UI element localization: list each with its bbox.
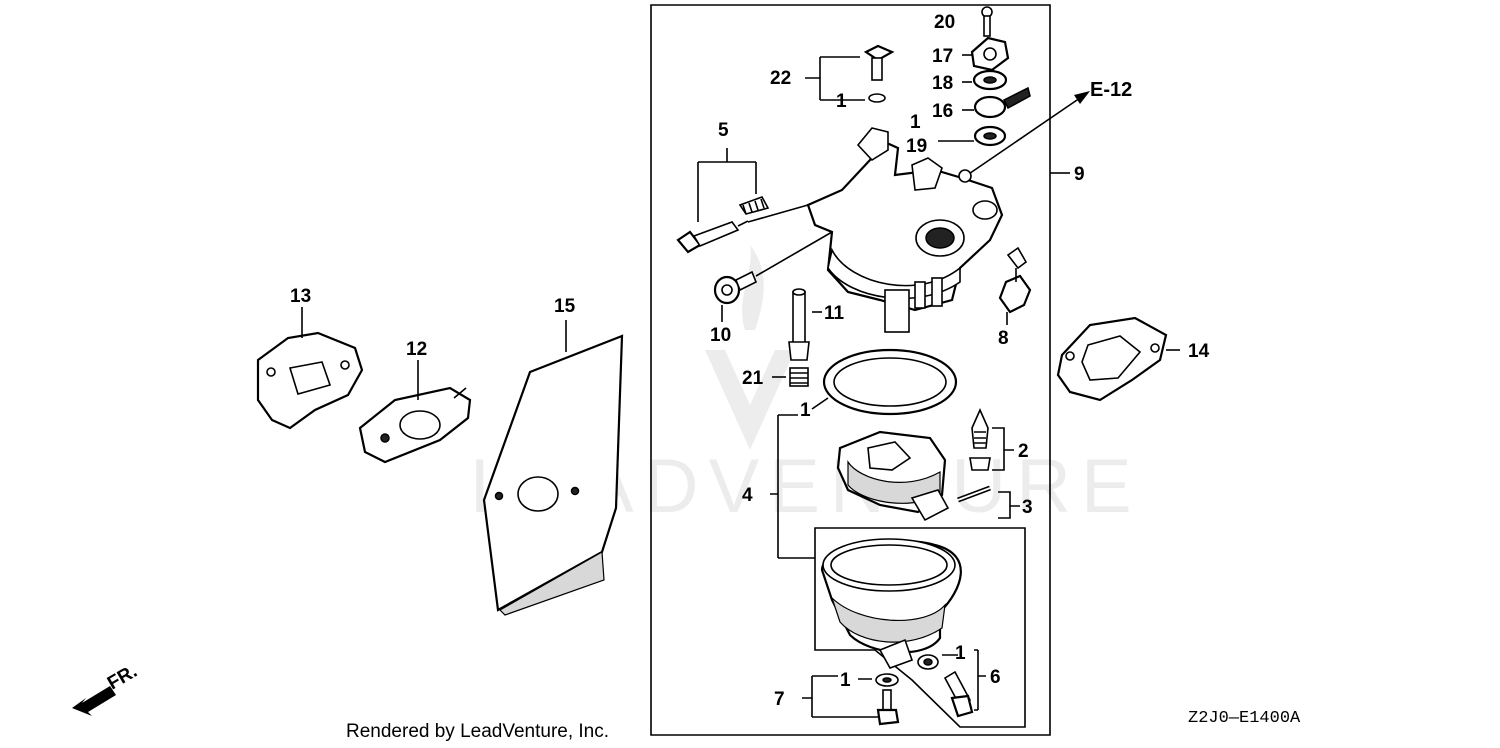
watermark-logo xyxy=(705,245,795,450)
part-8-lever[interactable] xyxy=(998,246,1032,325)
label-part-1-washer: 1 xyxy=(836,91,847,112)
label-part-21: 21 xyxy=(742,368,764,389)
label-part-5: 5 xyxy=(718,120,729,141)
part-15-gasket-sheet[interactable] xyxy=(482,320,624,616)
label-part-14: 14 xyxy=(1188,341,1210,362)
label-part-17: 17 xyxy=(932,46,953,67)
label-part-12: 12 xyxy=(406,339,427,360)
label-part-22: 22 xyxy=(770,68,791,89)
float-chamber-frame xyxy=(814,527,1026,728)
part-2-float-valve[interactable] xyxy=(969,408,1014,471)
part-6-drain-bolt[interactable] xyxy=(917,649,986,718)
label-part-9: 9 xyxy=(1074,164,1085,185)
label-part-15: 15 xyxy=(554,296,576,317)
part-7-screw[interactable] xyxy=(802,673,900,726)
label-part-7: 7 xyxy=(774,689,785,710)
part-12-insulator[interactable] xyxy=(358,360,472,464)
label-part-8: 8 xyxy=(998,328,1009,349)
part-4-float[interactable] xyxy=(770,414,950,559)
float-chamber-bowl[interactable] xyxy=(820,538,962,669)
part-18-gasket[interactable] xyxy=(962,69,1008,91)
front-direction-arrow: FR. xyxy=(72,661,141,716)
label-part-3: 3 xyxy=(1022,497,1033,518)
label-part-6: 6 xyxy=(990,667,1001,688)
label-part-18: 18 xyxy=(932,73,953,94)
label-part-10: 10 xyxy=(710,325,731,346)
label-part-1-seal: 1 xyxy=(910,112,921,133)
label-part-16: 16 xyxy=(932,101,953,122)
diagram-code: Z2J0—E1400A xyxy=(1188,709,1301,728)
label-part-2: 2 xyxy=(1018,441,1029,462)
part-13-gasket[interactable] xyxy=(256,307,364,430)
part-19-seal[interactable] xyxy=(938,125,1007,147)
label-part-1-gasket: 1 xyxy=(800,400,811,421)
label-part-4: 4 xyxy=(742,485,753,506)
part-1-gasket-ring[interactable] xyxy=(811,348,958,416)
assembly-frame xyxy=(650,4,1062,736)
label-part-20: 20 xyxy=(934,12,955,33)
part-10-stop-screw[interactable] xyxy=(713,231,833,322)
reference-arrow xyxy=(959,91,1090,181)
part-9-carburetor[interactable] xyxy=(806,127,1070,333)
part-3-float-pin[interactable] xyxy=(957,485,1020,519)
part-16-lever[interactable] xyxy=(962,86,1031,119)
label-part-1-screw-washer: 1 xyxy=(840,670,851,691)
label-part-1-drain-washer: 1 xyxy=(955,643,966,664)
part-17-plate[interactable] xyxy=(962,36,1010,72)
label-part-11: 11 xyxy=(824,303,845,324)
part-11-nozzle[interactable] xyxy=(788,288,822,361)
part-20-screw[interactable] xyxy=(981,6,993,37)
part-14-gasket[interactable] xyxy=(1056,316,1180,402)
part-22-screw[interactable] xyxy=(805,44,895,103)
footer-credit: Rendered by LeadVenture, Inc. xyxy=(346,721,609,742)
part-21-jet[interactable] xyxy=(772,367,809,387)
label-part-13: 13 xyxy=(290,286,311,307)
reference-label: E-12 xyxy=(1090,79,1132,101)
label-part-19: 19 xyxy=(906,136,927,157)
part-5-pilot-screw[interactable] xyxy=(676,148,809,254)
